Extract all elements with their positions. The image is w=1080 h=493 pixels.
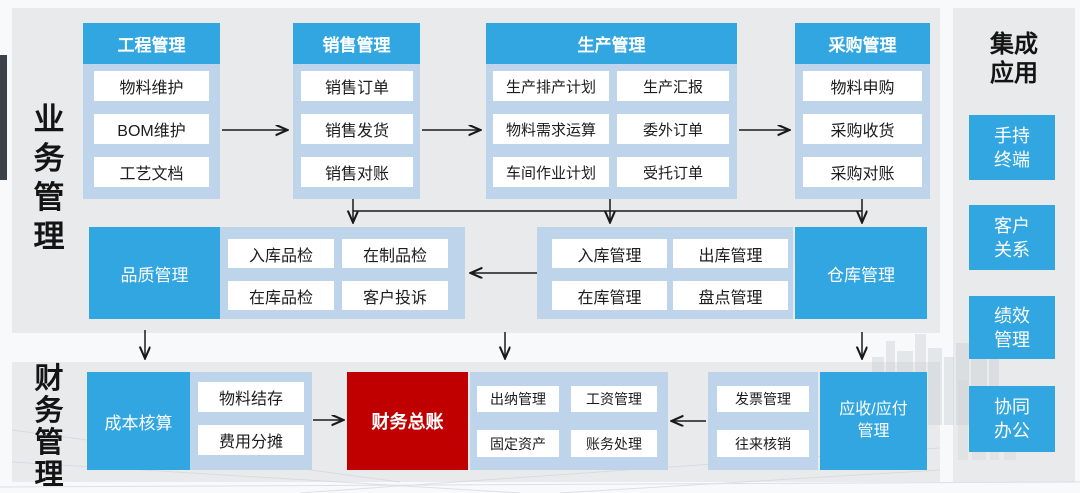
- module-item: 物料申购: [803, 71, 922, 101]
- module-item: 出纳管理: [477, 386, 559, 412]
- module-item: 生产汇报: [617, 71, 729, 101]
- business-section-label: 业务管理: [33, 102, 65, 254]
- cost-accounting-box: 成本核算: [87, 372, 190, 470]
- module-item: BOM维护: [94, 114, 209, 144]
- warehouse-management-box: 仓库管理: [795, 227, 927, 319]
- purchase-group-header: 采购管理: [795, 23, 930, 64]
- general-ledger-box: 财务总账: [347, 372, 468, 470]
- module-item: 生产排产计划: [493, 71, 609, 101]
- sales-group-header: 销售管理: [293, 23, 420, 64]
- module-item: 出库管理: [673, 239, 788, 268]
- module-item: 盘点管理: [673, 281, 788, 310]
- module-item: 固定资产: [477, 430, 559, 457]
- module-item: 销售对账: [301, 157, 413, 187]
- app-handheld-terminal: 手持 终端: [969, 115, 1055, 180]
- module-item: 销售发货: [301, 114, 413, 144]
- module-item: 物料需求运算: [493, 114, 609, 144]
- quality-management-box: 品质管理: [89, 227, 220, 319]
- module-item: 受托订单: [617, 157, 729, 187]
- app-customer-relationship: 客户 关系: [969, 205, 1055, 270]
- module-item: 车间作业计划: [493, 157, 609, 187]
- module-item: 工资管理: [571, 386, 657, 412]
- finance-section-label: 财务管理: [34, 363, 64, 491]
- module-item: 物料结存: [198, 382, 304, 412]
- module-item: 采购收货: [803, 114, 922, 144]
- integration-title: 集成 应用: [990, 31, 1038, 87]
- module-item: 入库品检: [228, 239, 334, 268]
- module-item: 委外订单: [617, 114, 729, 144]
- module-item: 发票管理: [717, 386, 809, 412]
- module-item: 采购对账: [803, 157, 922, 187]
- production-group-header: 生产管理: [486, 23, 737, 64]
- module-item: 客户投诉: [342, 281, 448, 310]
- module-item: 往来核销: [717, 430, 809, 457]
- module-item: 费用分摊: [198, 425, 304, 455]
- module-item: 在制品检: [342, 239, 448, 268]
- module-item: 在库品检: [228, 281, 334, 310]
- app-collaborative-office: 协同 办公: [969, 386, 1055, 452]
- engineering-group-header: 工程管理: [83, 23, 220, 64]
- module-item: 销售订单: [301, 71, 413, 101]
- module-item: 账务处理: [571, 430, 657, 457]
- module-item: 在库管理: [552, 281, 667, 310]
- module-item: 物料维护: [94, 71, 209, 101]
- ar-ap-management-box: 应收/应付 管理: [820, 372, 927, 470]
- module-item: 工艺文档: [94, 157, 209, 187]
- module-item: 入库管理: [552, 239, 667, 268]
- app-performance-management: 绩效 管理: [969, 296, 1055, 359]
